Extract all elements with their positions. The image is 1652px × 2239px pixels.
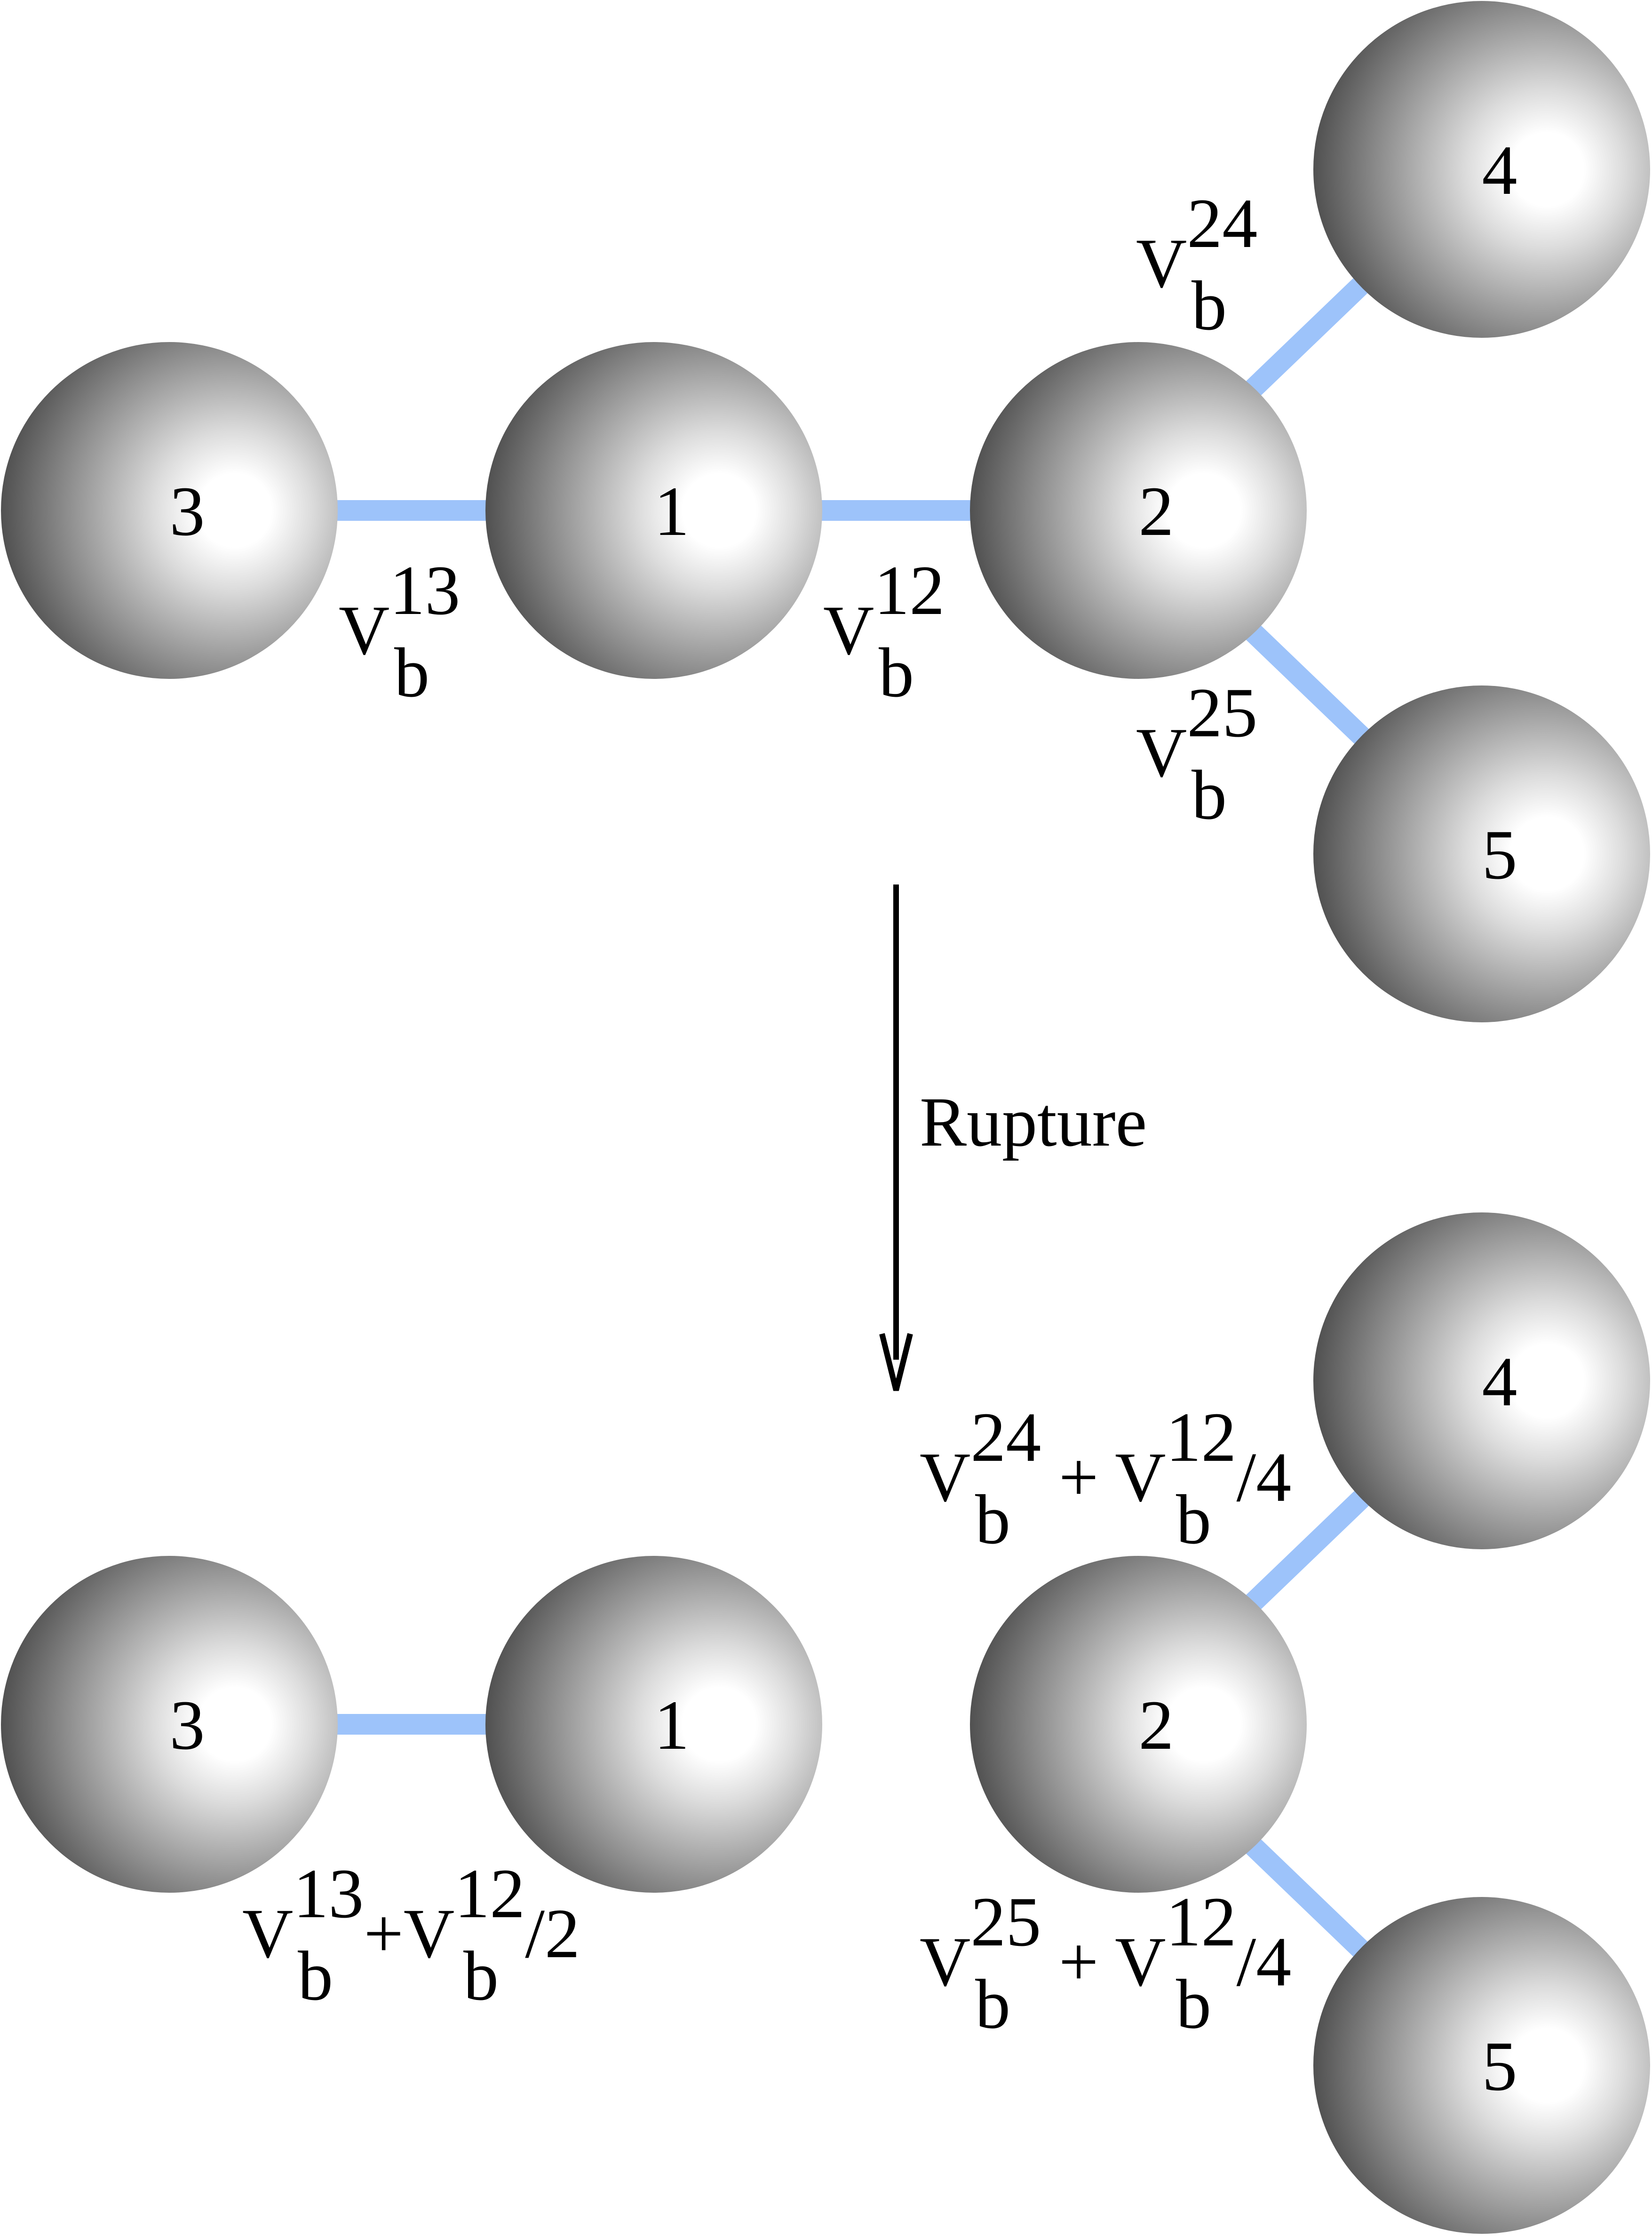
label-v12: V12 xyxy=(823,551,945,669)
ball-2: 2 xyxy=(970,342,1307,679)
bond-after-2-5 xyxy=(1244,1837,1376,1965)
label-v25-sub: b xyxy=(1191,756,1227,834)
rupture-label: Rupture xyxy=(920,1083,1147,1161)
after-balls: 3 1 2 4 5 xyxy=(1,1212,1650,2234)
ball-after-3-label: 3 xyxy=(170,1686,205,1764)
ball-3-label: 3 xyxy=(170,472,205,550)
label-after-25-sub1: b xyxy=(975,1965,1010,2043)
ball-4-label: 4 xyxy=(1482,131,1517,209)
label-v24-sub: b xyxy=(1191,267,1227,345)
ball-after-2: 2 xyxy=(970,1556,1307,1893)
ball-after-2-label: 2 xyxy=(1139,1686,1174,1764)
label-after-24-main: V24 + V12/4 xyxy=(920,1398,1291,1516)
label-v13-sub: b xyxy=(394,634,429,712)
bond-after-2-4 xyxy=(1244,1484,1376,1612)
ball-after-4-label: 4 xyxy=(1482,1343,1517,1421)
label-after-13-main: V13+V12/2 xyxy=(242,1855,580,1973)
ball-5: 5 xyxy=(1313,685,1650,1022)
bond-2-4 xyxy=(1244,270,1376,398)
ball-after-5: 5 xyxy=(1313,1897,1650,2234)
label-v24: V24 xyxy=(1136,184,1257,303)
label-after-24-sub2: b xyxy=(1176,1481,1211,1559)
label-v13: V13 xyxy=(339,551,460,669)
ball-after-4: 4 xyxy=(1313,1212,1650,1549)
ball-after-3: 3 xyxy=(1,1556,338,1893)
ball-after-1-label: 1 xyxy=(654,1686,690,1764)
label-after-13-sub2: b xyxy=(463,1937,499,2015)
label-after-13-sub1: b xyxy=(298,1937,333,2015)
ball-after-1: 1 xyxy=(485,1556,822,1893)
before-balls: 3 1 2 4 5 xyxy=(1,1,1650,1022)
label-after-25-sub2: b xyxy=(1176,1965,1211,2043)
ball-2-label: 2 xyxy=(1139,472,1174,550)
before-bonds xyxy=(329,270,1376,751)
ball-after-5-label: 5 xyxy=(1482,2027,1517,2105)
rupture-arrow: Rupture xyxy=(879,884,1147,1391)
ball-5-label: 5 xyxy=(1482,816,1517,894)
bond-2-5 xyxy=(1244,623,1376,751)
ball-1-label: 1 xyxy=(654,472,690,550)
before-bond-labels: V13 b V12 b V24 b V25 b xyxy=(339,184,1257,834)
label-v12-sub: b xyxy=(879,634,914,712)
ball-1: 1 xyxy=(485,342,822,679)
ball-4: 4 xyxy=(1313,1,1650,338)
label-after-24-sub1: b xyxy=(975,1481,1010,1559)
label-v25: V25 xyxy=(1136,674,1257,792)
ball-3: 3 xyxy=(1,342,338,679)
label-after-25-main: V25 + V12/4 xyxy=(920,1883,1291,2001)
after-bond-labels: V13+V12/2 b b V24 + V12/4 b b V25 + V12/… xyxy=(242,1398,1291,2043)
after-bonds xyxy=(329,1484,1376,1965)
